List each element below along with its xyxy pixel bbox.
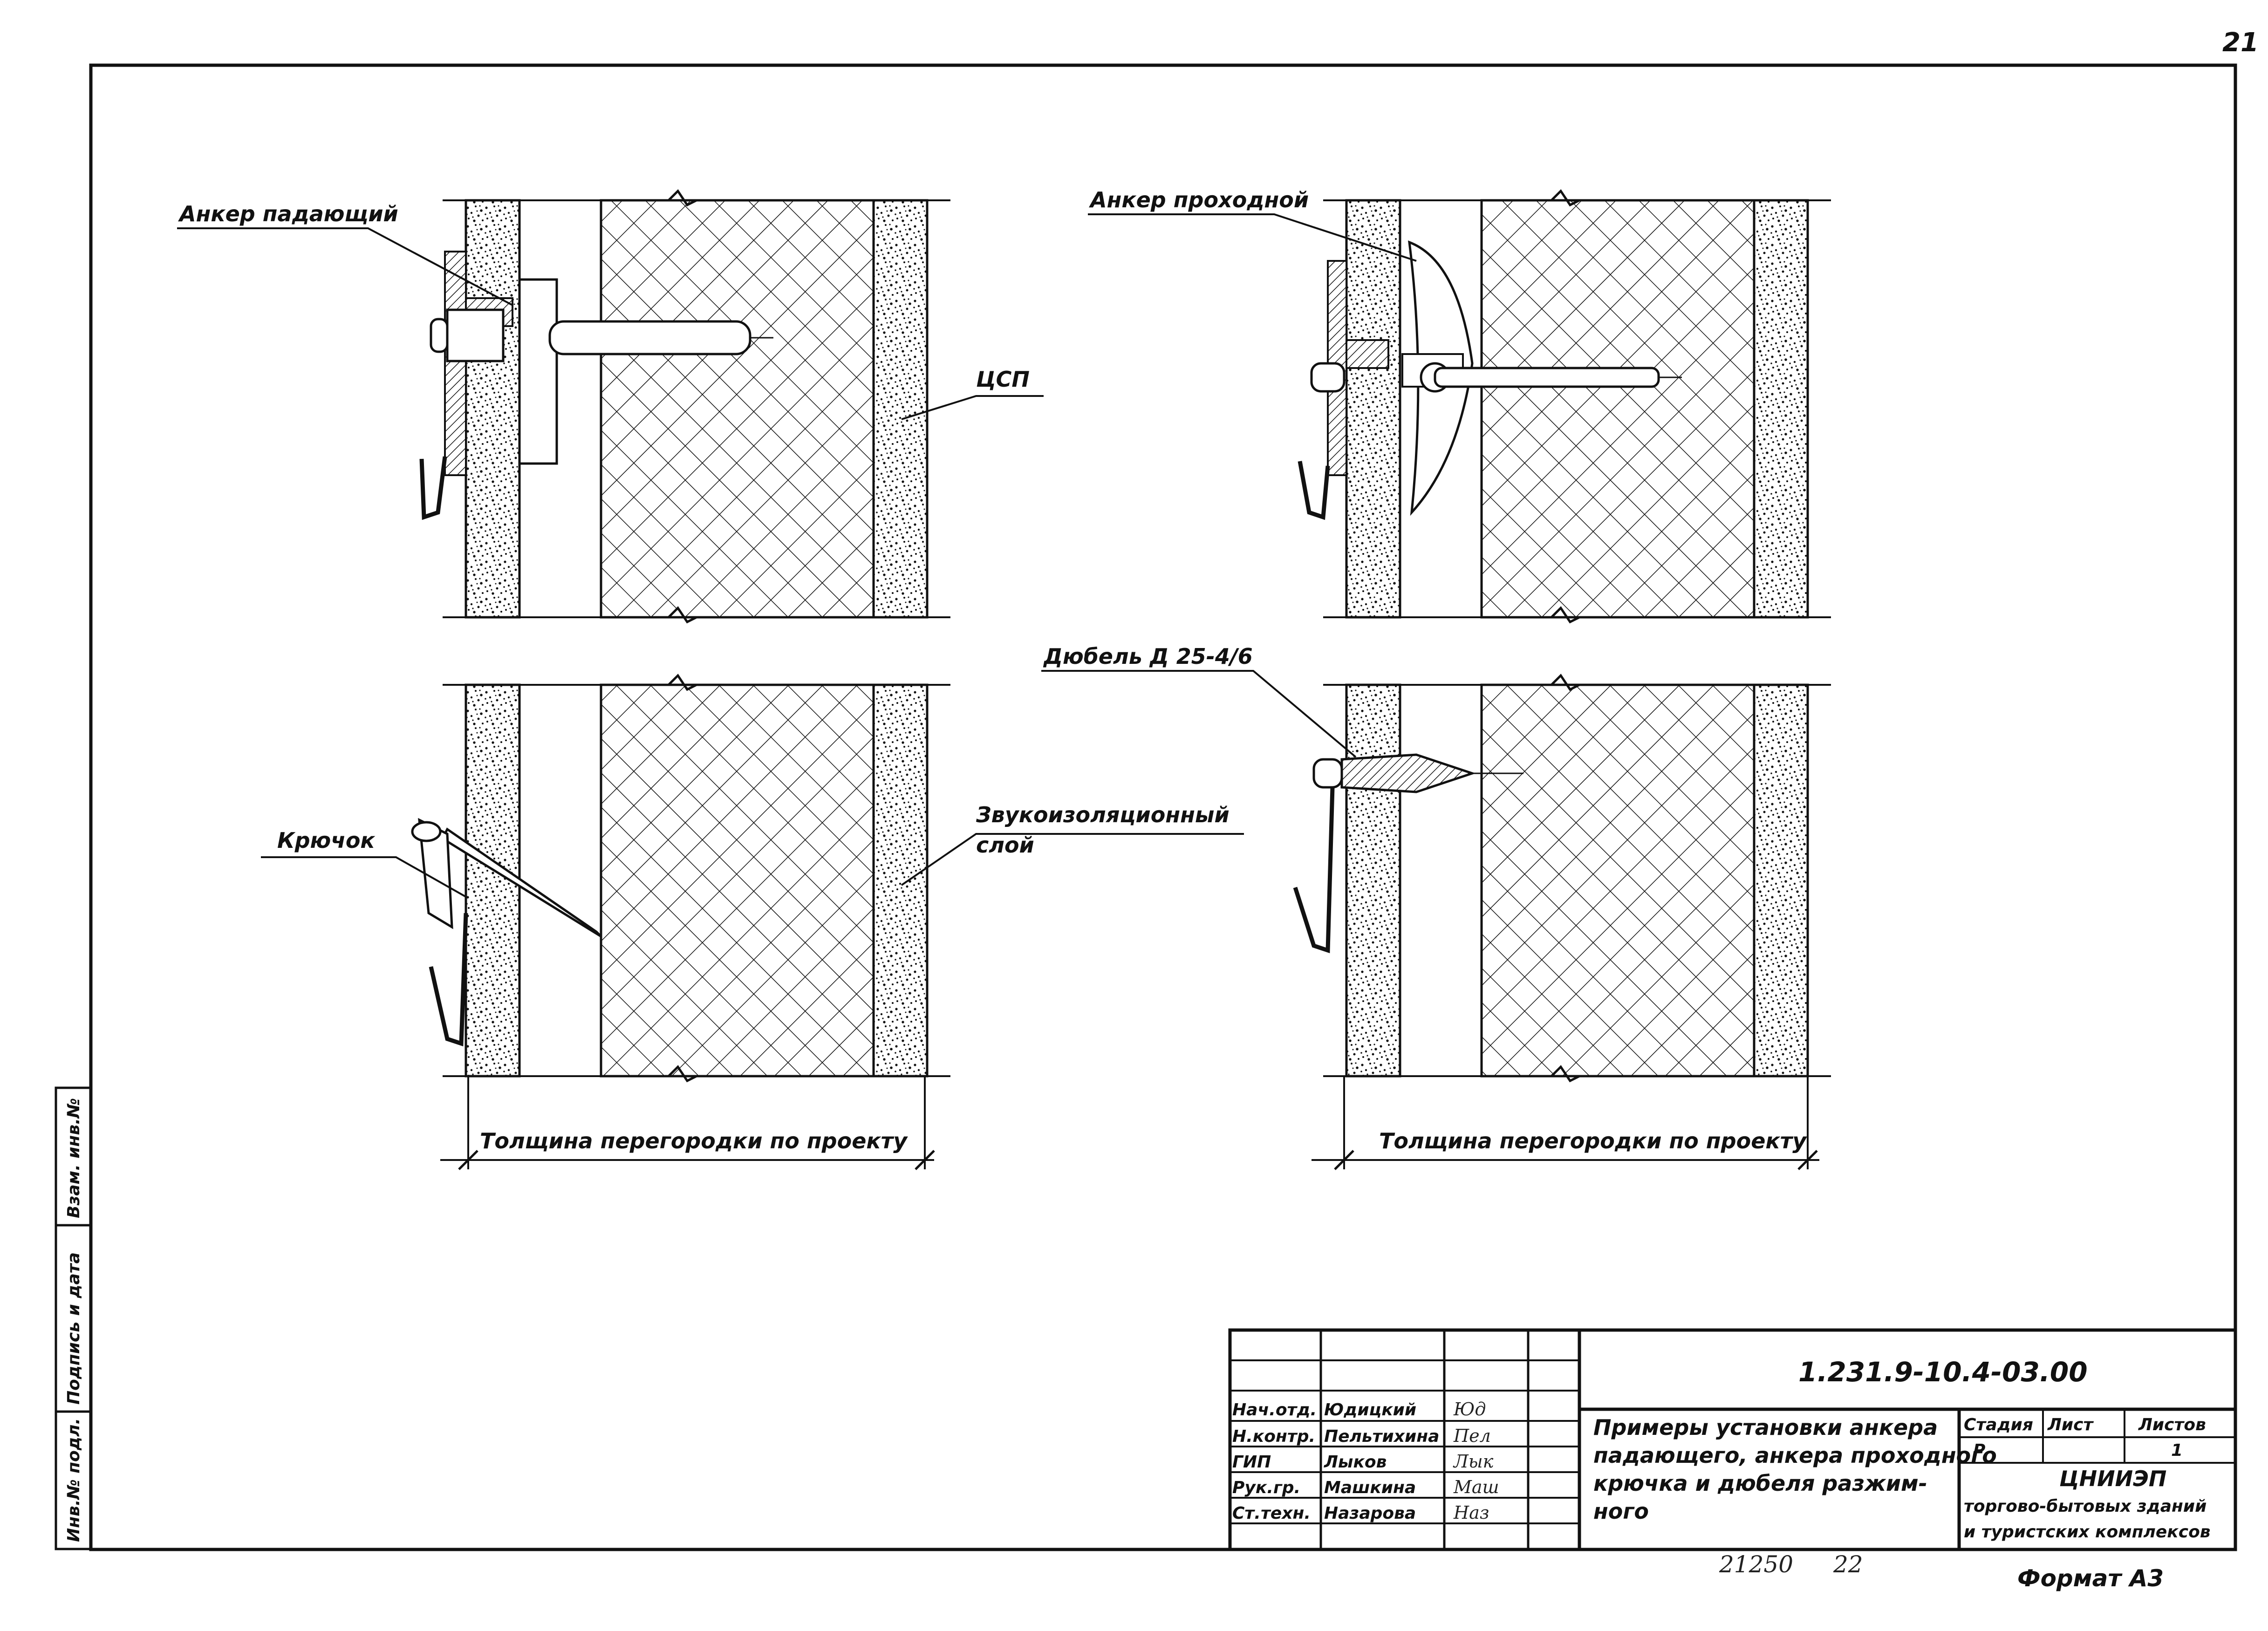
org-line-2: торгово-бытовых зданий xyxy=(1964,1497,2207,1516)
name-4: Назарова xyxy=(1324,1504,1416,1523)
role-1: Н.контр. xyxy=(1232,1427,1315,1446)
archive-number: 21250 xyxy=(1719,1551,1793,1578)
label-hook: Крючок xyxy=(277,828,376,853)
header-stage: Стадия xyxy=(1964,1415,2033,1434)
role-0: Нач.отд. xyxy=(1232,1400,1317,1419)
archive-sheet: 22 xyxy=(1833,1551,1863,1578)
name-2: Лыков xyxy=(1324,1453,1387,1472)
stamp-vzam-inv: Взам. инв.№ xyxy=(64,1098,83,1218)
sign-2: Лык xyxy=(1453,1451,1494,1472)
doc-code: 1.231.9-10.4-03.00 xyxy=(1798,1356,2088,1388)
title-line-3: крючка и дюбеля разжим- xyxy=(1593,1471,1927,1496)
label-sound-layer-1: Звукоизоляционный xyxy=(976,802,1230,827)
label-tsp: ЦСП xyxy=(976,367,1030,392)
sign-1: Пел xyxy=(1453,1426,1491,1446)
title-block xyxy=(1228,1328,2237,1551)
sign-0: Юд xyxy=(1453,1399,1486,1419)
title-line-4: ного xyxy=(1593,1499,1649,1524)
value-sheets: 1 xyxy=(2171,1441,2183,1460)
panel-dowel xyxy=(1041,670,1831,1170)
drawing-frame xyxy=(89,63,2237,1551)
header-sheets: Листов xyxy=(2138,1415,2206,1434)
stamp-sign-date: Подпись и дата xyxy=(64,1252,83,1405)
role-3: Рук.гр. xyxy=(1232,1478,1300,1497)
panel-anchor-through xyxy=(1088,189,1831,624)
org-line-3: и туристских комплексов xyxy=(1964,1522,2211,1542)
title-line-1: Примеры установки анкера xyxy=(1593,1415,1938,1440)
panel-hook xyxy=(261,674,1244,1170)
role-4: Ст.техн. xyxy=(1232,1504,1311,1523)
label-dowel: Дюбель Д 25-4/6 xyxy=(1043,644,1253,669)
title-line-2: падающего, анкера проходного xyxy=(1593,1443,1997,1468)
role-2: ГИП xyxy=(1232,1453,1271,1472)
panel-anchor-falling xyxy=(177,189,1044,624)
label-anchor-through: Анкер проходной xyxy=(1089,187,1309,212)
name-1: Пельтихина xyxy=(1324,1427,1439,1446)
name-3: Машкина xyxy=(1324,1478,1416,1497)
header-sheet: Лист xyxy=(2047,1415,2094,1434)
dimension-thickness-left: Толщина перегородки по проекту xyxy=(480,1128,908,1153)
label-sound-layer-2: слой xyxy=(976,833,1034,858)
name-0: Юдицкий xyxy=(1324,1400,1416,1419)
org-name: ЦНИИЭП xyxy=(2059,1466,2166,1491)
page-number: 21 xyxy=(2222,27,2259,58)
stamp-inv-podl: Инв.№ подл. xyxy=(64,1418,83,1542)
side-stamp xyxy=(55,1086,92,1550)
signature-rows: Нач.отд. Юдицкий Юд Н.контр. Пельтихина … xyxy=(1232,1399,1499,1523)
format-label: Формат А3 xyxy=(2017,1565,2164,1592)
sign-3: Маш xyxy=(1453,1477,1499,1497)
value-stage: Р xyxy=(1973,1441,1985,1460)
label-anchor-falling: Анкер падающий xyxy=(178,201,398,226)
dimension-thickness-right: Толщина перегородки по проекту xyxy=(1379,1128,1807,1153)
sign-4: Наз xyxy=(1453,1502,1489,1523)
